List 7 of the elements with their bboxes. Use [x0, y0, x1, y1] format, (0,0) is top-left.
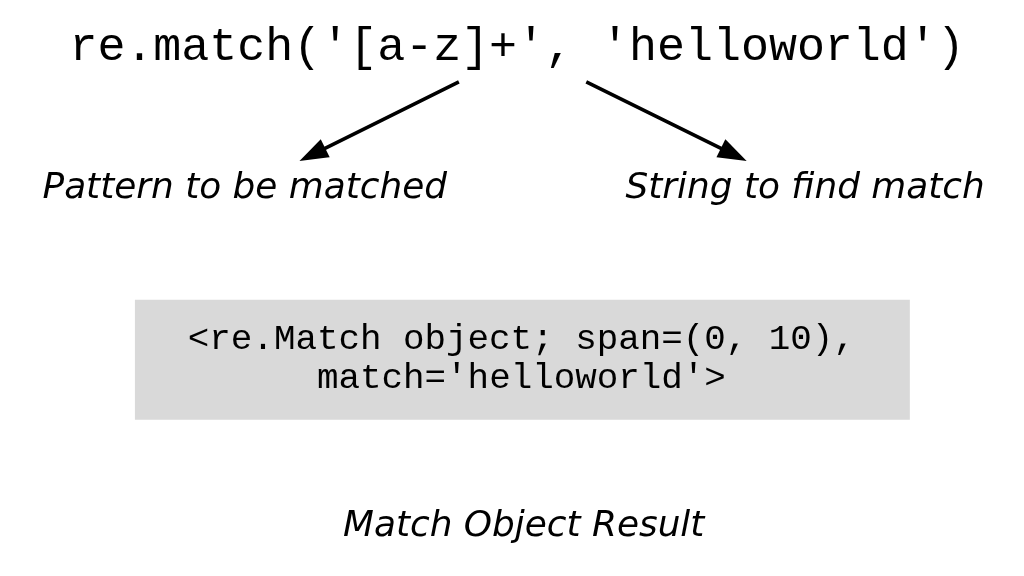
node-text: Pattern to be matched — [42, 165, 447, 207]
arrow — [298, 80, 460, 162]
node-text: String to find match — [625, 165, 985, 207]
node-box: <re.Match object; span=(0, 10), match='helloworld'> — [134, 299, 910, 420]
arrow — [585, 80, 747, 162]
node-label: Match Object Result — [342, 502, 704, 544]
node-text: re.match('[a-z]+', 'helloworld') — [68, 20, 965, 74]
